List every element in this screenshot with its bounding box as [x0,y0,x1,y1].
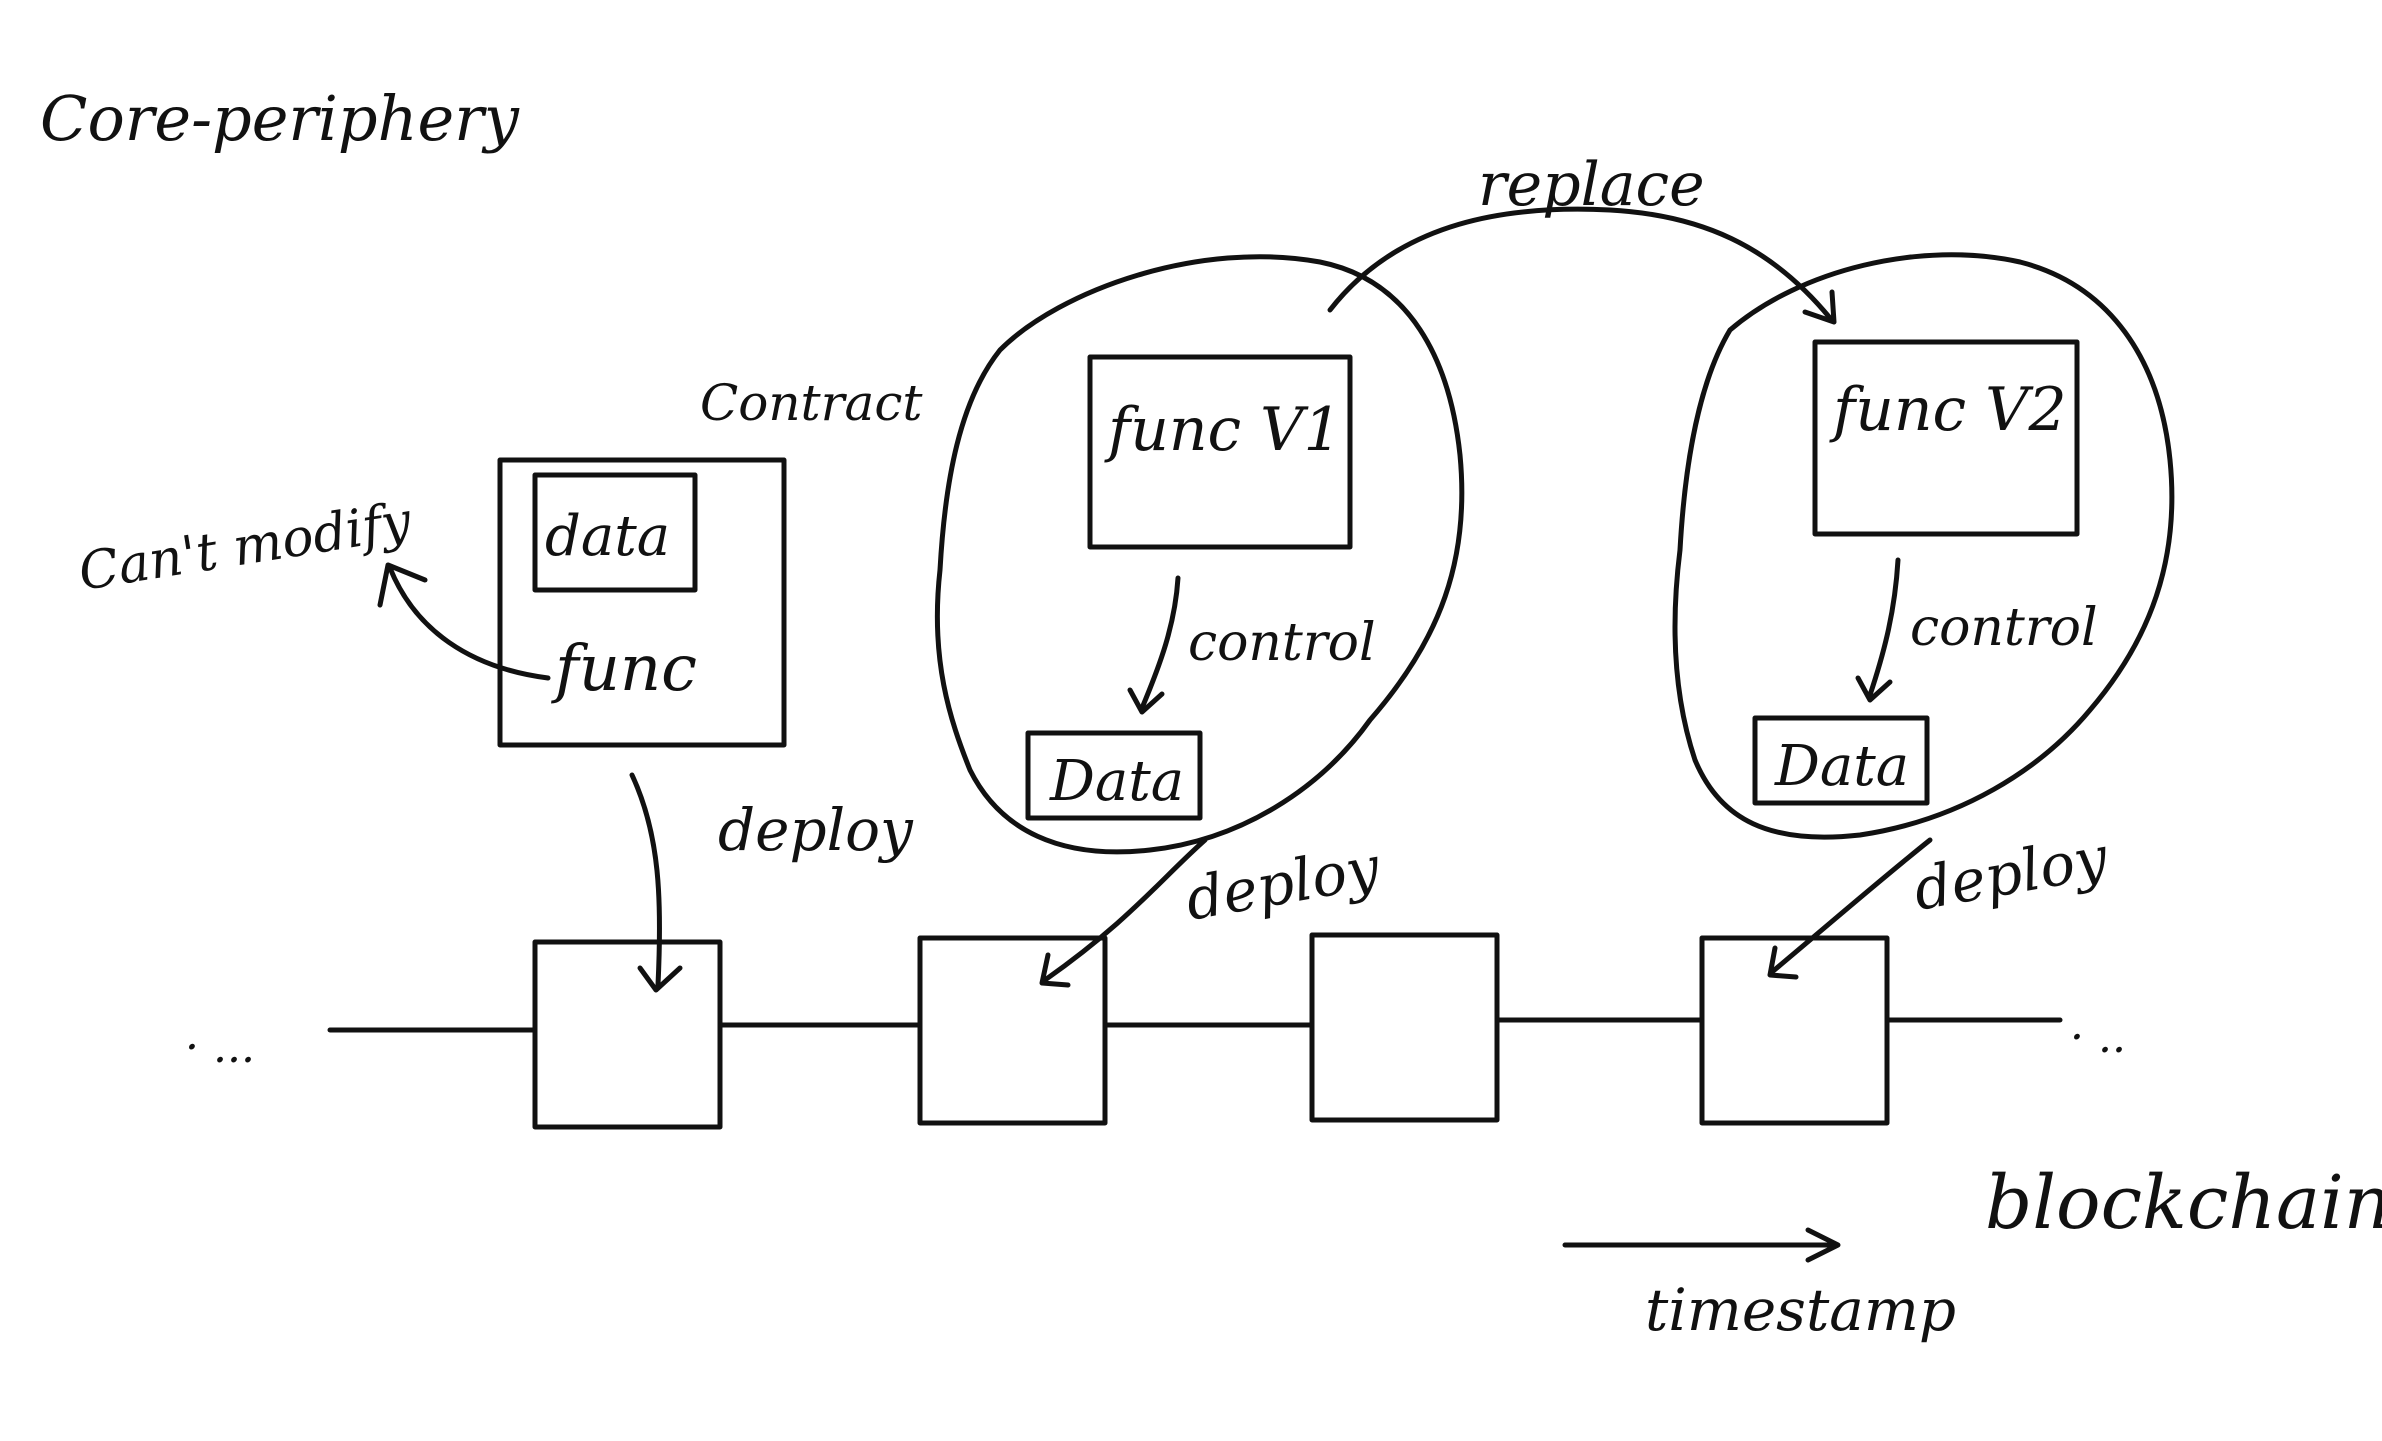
contract-func-label: func [551,632,697,706]
v1-data-box [1025,730,1203,821]
chain-left-ellipsis: · ... [185,1022,255,1073]
v2-deploy-label: deploy [1909,823,2114,924]
contract-data-box [532,472,698,593]
block-4 [1699,935,1890,1126]
timestamp-arrowhead [1805,1227,1841,1263]
diagram-title: Core-periphery [40,82,520,155]
contract-label: Contract [700,374,923,432]
v2-deploy-arrow [1769,837,1933,975]
cant-modify-arrowhead [377,562,428,608]
v1-data-label: Data [1049,749,1184,814]
block-2 [917,935,1108,1126]
v2-control-label: control [1910,598,2098,658]
v1-deploy-arrow [1042,837,1208,983]
cant-modify-arrow [387,565,551,681]
v2-control-arrowhead [1855,675,1893,703]
contract-box [497,457,787,748]
v1-deploy-arrowhead [1039,952,1071,988]
v2-control-arrow [1867,557,1901,698]
v2-cloud [1672,252,2175,840]
func-v2-label: func V2 [1829,375,2067,445]
chain-right-ellipsis: · .. [2070,1012,2126,1063]
block-3 [1309,932,1500,1123]
replace-arrow [1327,206,1833,321]
v1-deploy-label: deploy [1181,833,1386,934]
blockchain-label: blockchain [1985,1160,2382,1246]
func-v1-label: func V1 [1104,395,1342,465]
timestamp-label: timestamp [1645,1276,1956,1344]
block-1 [532,939,723,1130]
func-v2-box [1812,339,2080,537]
v1-cloud [934,254,1465,855]
v1-control-arrow [1139,575,1181,711]
contract-deploy-arrow [629,772,663,988]
func-v1-box [1087,354,1353,550]
contract-deploy-arrowhead [637,965,683,993]
contract-data-label: data [545,504,670,569]
cant-modify-label: Can't modify [75,491,416,603]
v2-data-box [1752,715,1930,806]
v2-deploy-arrowhead [1767,945,1799,980]
contract-deploy-label: deploy [718,796,914,864]
v1-control-arrowhead [1127,687,1165,715]
v1-control-label: control [1188,613,1376,673]
v2-data-label: Data [1774,734,1909,799]
replace-arrowhead [1802,289,1837,325]
